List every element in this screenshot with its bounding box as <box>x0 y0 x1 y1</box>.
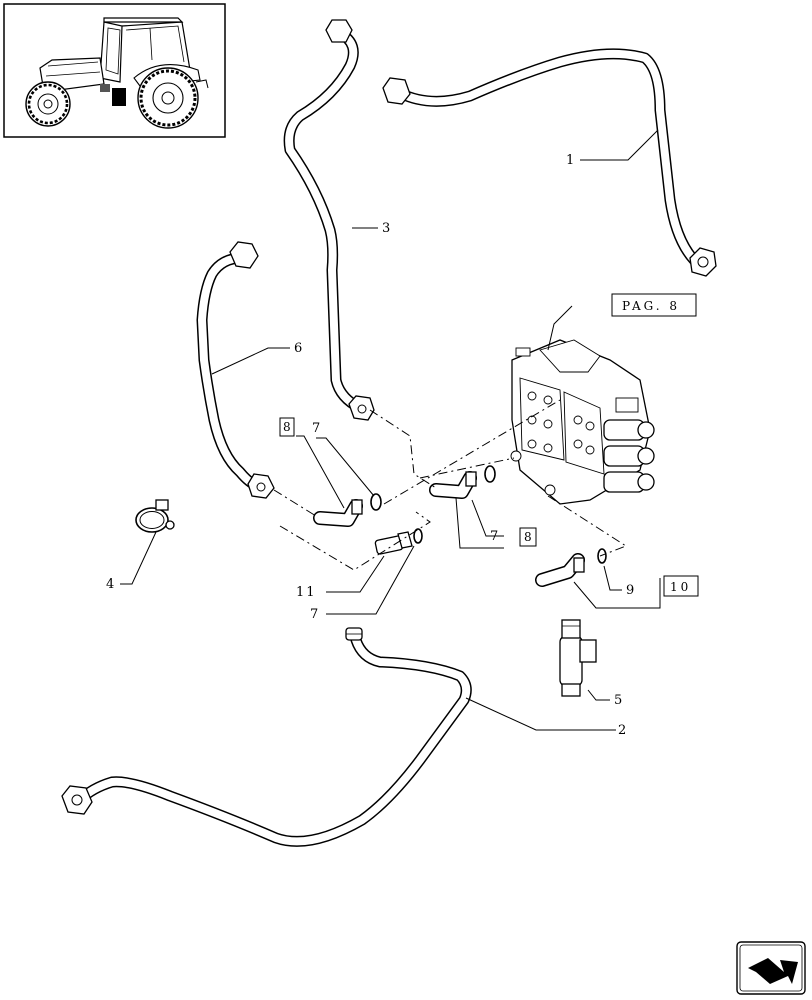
o-ring-9 <box>597 548 607 564</box>
svg-text:8: 8 <box>524 530 535 544</box>
svg-text:PAG. 8: PAG. 8 <box>622 299 680 313</box>
callout-3: 3 <box>382 221 392 236</box>
callout-labels: 1 2 3 4 5 6 7 7 7 9 11 <box>106 153 636 738</box>
leader-lines <box>120 129 661 731</box>
tee-fitting-5 <box>559 619 597 697</box>
pipe-6 <box>196 241 275 499</box>
callout-1: 1 <box>566 153 576 168</box>
o-ring-7c <box>484 465 496 483</box>
control-valve-block <box>510 339 655 505</box>
ref-box-8-right[interactable]: 8 <box>519 527 537 547</box>
pipe-2 <box>61 627 472 847</box>
tractor-thumbnail-icon <box>3 3 226 138</box>
callout-7-right: 7 <box>490 529 500 544</box>
callout-6: 6 <box>294 341 304 356</box>
svg-text:8: 8 <box>283 420 294 434</box>
o-ring-7b <box>413 528 423 544</box>
callout-7-bottom: 7 <box>310 607 320 622</box>
straight-adapter-11 <box>374 531 413 555</box>
ref-box-8-left[interactable]: 8 <box>279 417 295 437</box>
next-page-arrow-icon[interactable] <box>736 941 806 995</box>
reference-boxes: PAG. 8 8 8 10 <box>279 293 699 597</box>
o-ring-7a <box>370 493 382 511</box>
ref-box-10[interactable]: 10 <box>663 575 699 597</box>
elbow-fitting-10 <box>535 553 585 587</box>
svg-text:10: 10 <box>670 580 691 594</box>
callout-11: 11 <box>296 585 317 600</box>
callout-9: 9 <box>626 583 636 598</box>
callout-5: 5 <box>614 693 624 708</box>
ref-box-pag-8[interactable]: PAG. 8 <box>611 293 697 317</box>
callout-4: 4 <box>106 577 116 592</box>
callout-7-top: 7 <box>312 421 322 436</box>
assembly-dash-lines <box>273 399 628 571</box>
pipe-1 <box>382 48 717 277</box>
pipe-3 <box>283 19 375 421</box>
elbow-fitting-8b <box>429 471 477 499</box>
hose-clamp-4 <box>135 499 175 533</box>
callout-2: 2 <box>618 723 628 738</box>
elbow-fitting-8a <box>313 499 363 527</box>
